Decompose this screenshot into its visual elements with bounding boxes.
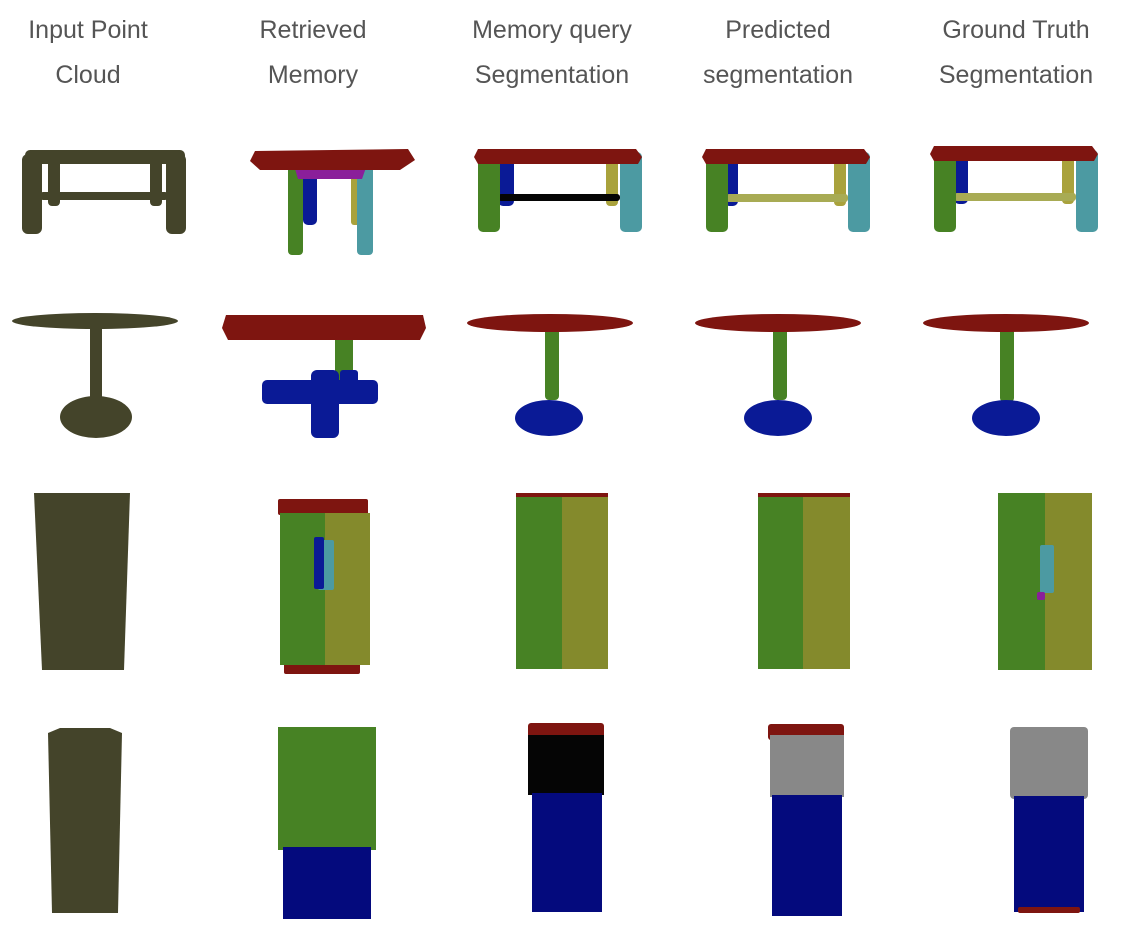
gt-cabinet-handle bbox=[1040, 545, 1054, 593]
query-cabinet-door-right bbox=[562, 493, 608, 669]
row1-input-table bbox=[22, 150, 186, 234]
predicted-cabinet-door-right bbox=[803, 493, 850, 669]
retrieved-table-top bbox=[250, 149, 415, 170]
cabinet-body bbox=[34, 493, 130, 670]
row4-memory-query-box bbox=[528, 723, 604, 912]
predicted-column bbox=[773, 328, 787, 400]
query-cabinet-door-left bbox=[516, 493, 562, 669]
query-base bbox=[515, 400, 583, 436]
retrieved-table-leg bbox=[288, 160, 303, 255]
predicted-base bbox=[744, 400, 812, 436]
table-leg bbox=[166, 154, 186, 234]
retrieved-cabinet-handle-part bbox=[314, 537, 324, 589]
gt-cabinet-handle-part bbox=[1037, 592, 1045, 600]
query-table-top bbox=[474, 149, 642, 164]
query-table-stretcher bbox=[498, 194, 620, 201]
predicted-table-stretcher bbox=[726, 194, 848, 202]
query-cabinet-edge bbox=[516, 493, 608, 497]
retrieved-round-top bbox=[222, 315, 426, 340]
box-body bbox=[48, 728, 122, 913]
query-column bbox=[545, 328, 559, 400]
row2-memory-query-table bbox=[467, 314, 633, 436]
row1-memory-query-table bbox=[474, 149, 642, 232]
gt-box-bottom bbox=[1014, 796, 1084, 912]
row4-input-box bbox=[48, 728, 122, 913]
row1-retrieved-table bbox=[250, 149, 415, 255]
gt-box-top bbox=[1010, 727, 1088, 799]
gt-base bbox=[972, 400, 1040, 436]
pedestal-column bbox=[90, 322, 102, 402]
header-ground-truth-segmentation: Ground Truth Segmentation bbox=[938, 16, 1094, 89]
header-retrieved-memory: Retrieved Memory bbox=[259, 16, 367, 89]
row2-predicted-table bbox=[695, 314, 861, 436]
round-top bbox=[12, 313, 178, 329]
row4-predicted-box bbox=[768, 724, 844, 916]
retrieved-table-leg bbox=[357, 160, 373, 255]
gt-table-leg bbox=[1062, 156, 1074, 204]
row4-ground-truth-box bbox=[1010, 727, 1088, 913]
row1-predicted-table bbox=[702, 149, 870, 232]
header-input-point-cloud: Input Point Cloud bbox=[28, 16, 148, 89]
retrieved-table-leg bbox=[303, 170, 317, 225]
row3-predicted-cabinet bbox=[758, 493, 850, 669]
predicted-round-top bbox=[695, 314, 861, 332]
pedestal-base bbox=[60, 396, 132, 438]
predicted-table-leg bbox=[706, 152, 728, 232]
row4-retrieved-box bbox=[278, 727, 376, 919]
retrieved-cabinet-top bbox=[278, 499, 368, 515]
header-predicted-segmentation: Predicted segmentation bbox=[702, 16, 854, 89]
gt-table-stretcher bbox=[954, 193, 1076, 201]
predicted-table-top bbox=[702, 149, 870, 164]
predicted-table-leg bbox=[848, 152, 870, 232]
gt-table-leg bbox=[934, 150, 956, 232]
predicted-box-top bbox=[770, 735, 844, 797]
predicted-box-bottom bbox=[772, 795, 842, 916]
row3-memory-query-cabinet bbox=[516, 493, 608, 669]
row3-input-cabinet bbox=[34, 493, 130, 670]
table-stretcher bbox=[40, 192, 168, 200]
row2-input-table bbox=[12, 313, 178, 438]
retrieved-box-top bbox=[278, 727, 376, 850]
row3-retrieved-cabinet bbox=[278, 499, 370, 674]
gt-column bbox=[1000, 328, 1014, 402]
predicted-cabinet-edge bbox=[758, 493, 850, 497]
gt-table-leg bbox=[954, 156, 968, 204]
query-table-leg bbox=[478, 152, 500, 232]
gt-box-bottom-edge bbox=[1018, 907, 1080, 913]
table-top-surface bbox=[25, 150, 185, 164]
gt-table-leg bbox=[1076, 150, 1098, 232]
gt-round-top bbox=[923, 314, 1089, 332]
query-box-top bbox=[528, 735, 604, 795]
query-table-leg bbox=[620, 152, 642, 232]
header-memory-query-segmentation: Memory query Segmentation bbox=[472, 16, 632, 89]
gt-cabinet-door-left bbox=[998, 493, 1045, 670]
row2-ground-truth-table bbox=[923, 314, 1089, 436]
query-round-top bbox=[467, 314, 633, 332]
table-leg bbox=[22, 154, 42, 234]
gt-table-top bbox=[930, 146, 1098, 161]
retrieved-base-arm bbox=[311, 370, 339, 438]
row3-ground-truth-cabinet bbox=[998, 493, 1092, 670]
query-box-bottom bbox=[532, 793, 602, 912]
retrieved-base-foot bbox=[340, 370, 358, 386]
predicted-cabinet-door-left bbox=[758, 493, 803, 669]
row1-ground-truth-table bbox=[930, 146, 1098, 232]
row2-retrieved-table bbox=[222, 315, 426, 438]
retrieved-box-bottom bbox=[283, 847, 371, 919]
